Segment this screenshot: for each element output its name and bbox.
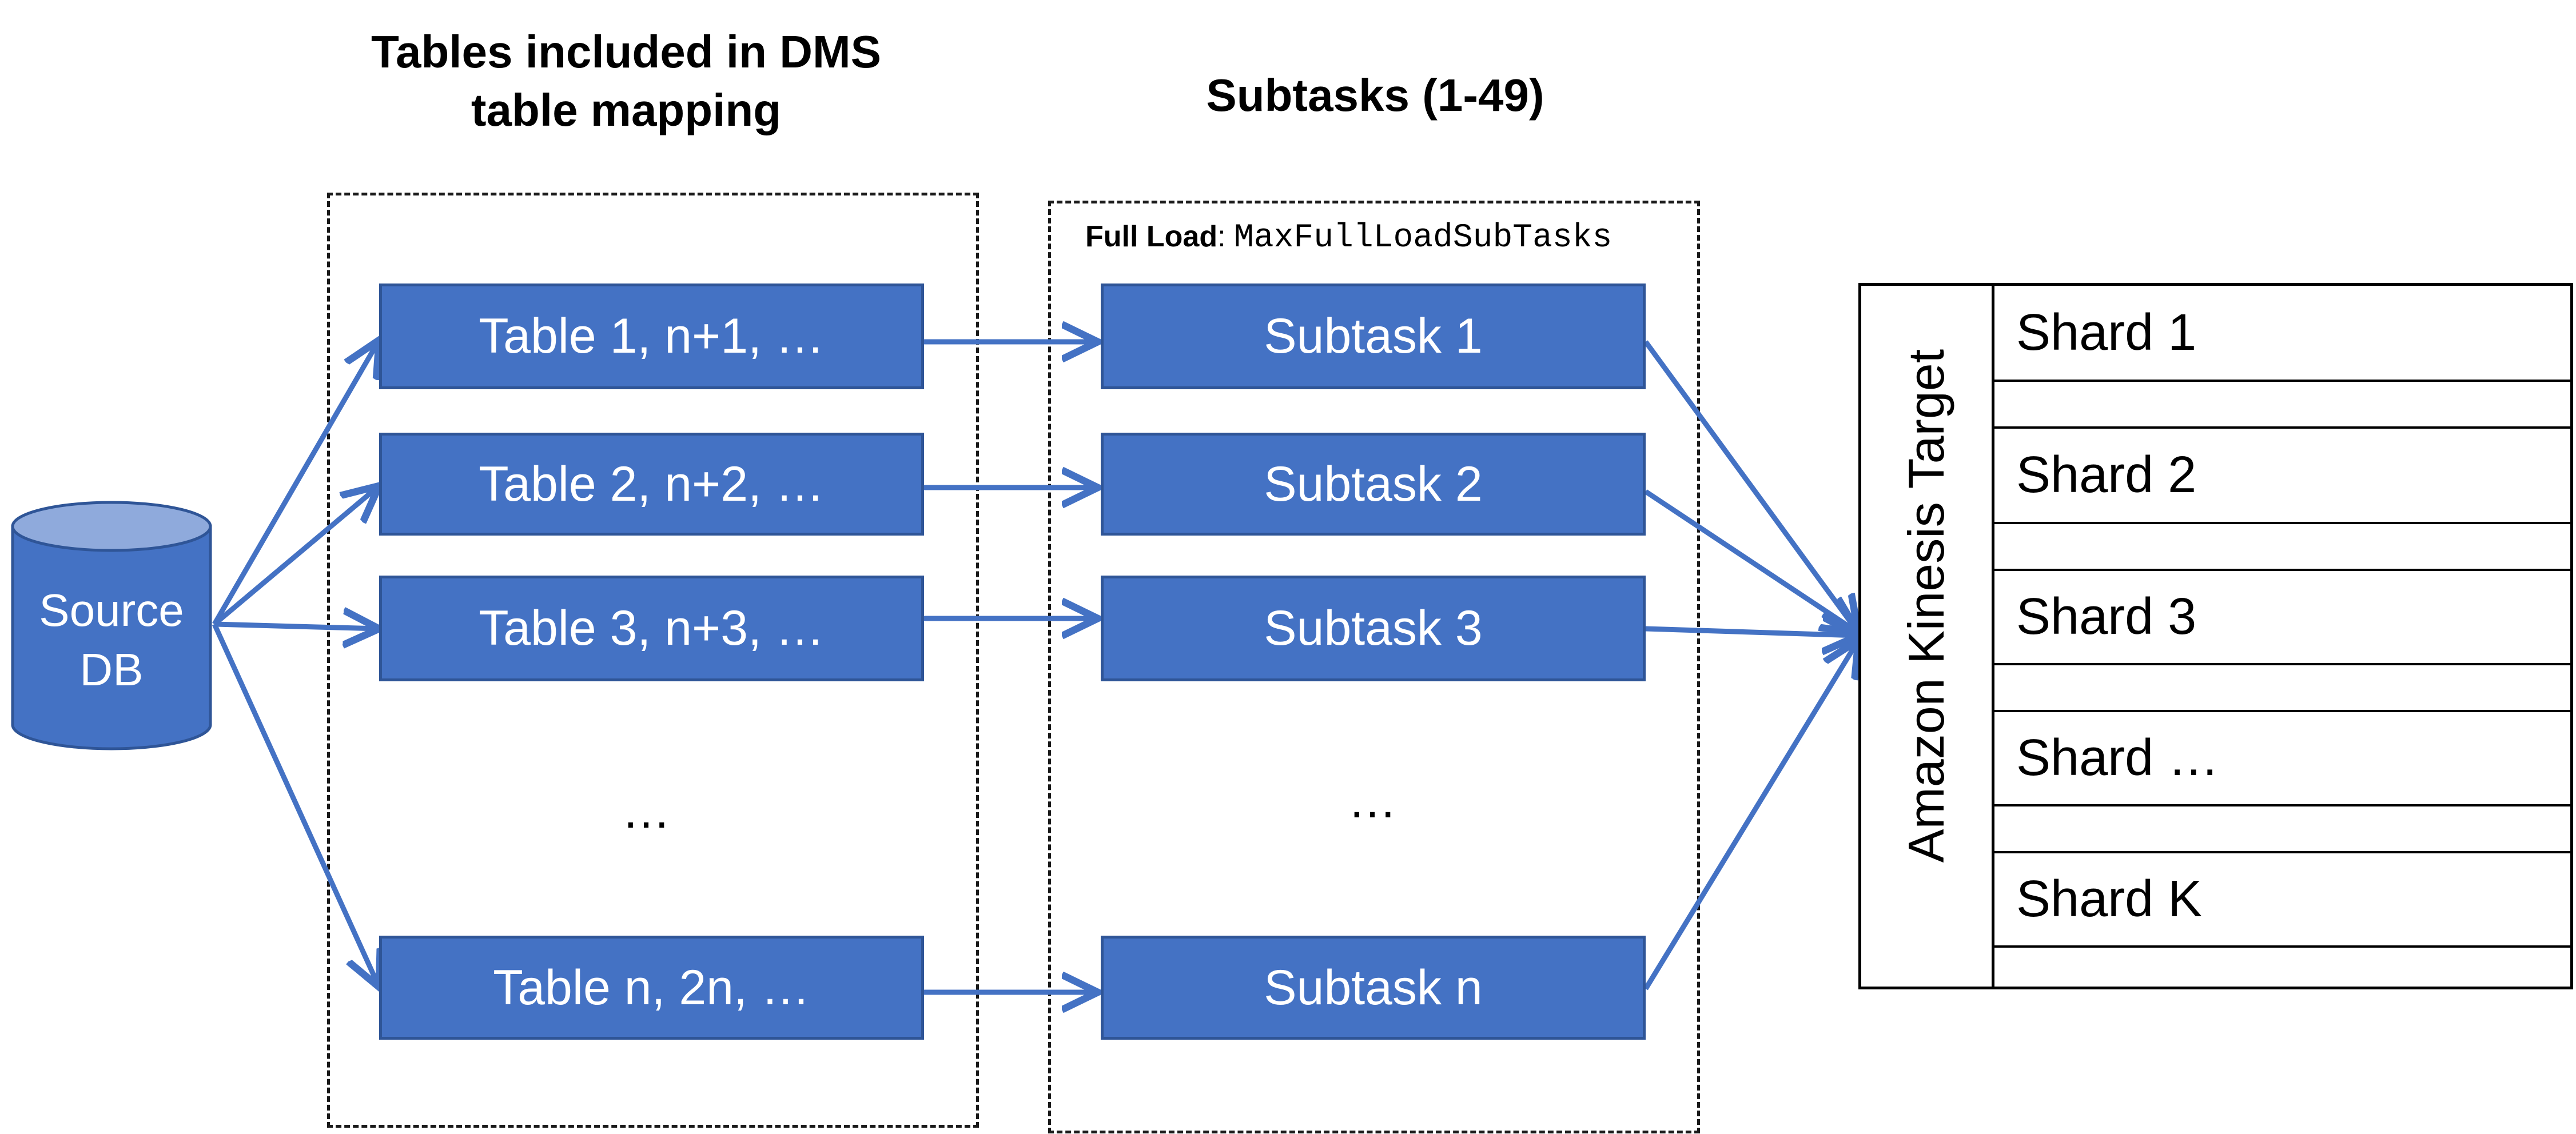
kinesis-title-cell: Amazon Kinesis Target bbox=[1861, 286, 1994, 987]
full-load-value: MaxFullLoadSubTasks bbox=[1234, 219, 1613, 257]
kinesis-target: Amazon Kinesis Target Shard 1 Shard 2 Sh… bbox=[1858, 283, 2573, 989]
shard-spacer bbox=[1994, 524, 2570, 571]
subtasks-heading: Subtasks (1-49) bbox=[1206, 70, 1544, 121]
shard-spacer bbox=[1994, 665, 2570, 712]
subtask-box-n: Subtask n bbox=[1101, 936, 1646, 1040]
arrow-db-to-table-n bbox=[212, 623, 379, 987]
shard-row: Shard 3 bbox=[1994, 571, 2570, 665]
arrow-db-to-table-1 bbox=[212, 340, 379, 626]
shard-spacer bbox=[1994, 382, 2570, 429]
full-load-label: Full Load: MaxFullLoadSubTasks bbox=[1085, 219, 1612, 257]
subtask-box-1: Subtask 1 bbox=[1101, 284, 1646, 389]
full-load-key: Full Load bbox=[1085, 220, 1218, 253]
subtasks-ellipsis: … bbox=[1348, 773, 1397, 828]
shard-spacer bbox=[1994, 806, 2570, 853]
tables-ellipsis: … bbox=[622, 784, 671, 838]
shard-row: Shard K bbox=[1994, 853, 2570, 948]
shard-row: Shard 1 bbox=[1994, 286, 2570, 382]
arrow-db-to-table-3 bbox=[214, 624, 379, 629]
subtask-box-2: Subtask 2 bbox=[1101, 433, 1646, 536]
table-box-2: Table 2, n+2, … bbox=[379, 433, 924, 536]
tables-group bbox=[327, 193, 979, 1128]
full-load-separator: : bbox=[1217, 220, 1234, 253]
tables-heading: Tables included in DMS table mapping bbox=[371, 26, 881, 135]
database-icon bbox=[11, 501, 212, 750]
arrow-subtask-n-to-kinesis bbox=[1643, 640, 1858, 991]
arrow-subtask-1-to-kinesis bbox=[1643, 340, 1858, 633]
subtask-box-3: Subtask 3 bbox=[1101, 576, 1646, 681]
table-box-1: Table 1, n+1, … bbox=[379, 284, 924, 389]
kinesis-title: Amazon Kinesis Target bbox=[1898, 349, 1954, 863]
subtasks-group bbox=[1048, 201, 1700, 1133]
shard-spacer bbox=[1994, 948, 2570, 987]
arrow-subtask-2-to-kinesis bbox=[1644, 489, 1858, 633]
table-box-n: Table n, 2n, … bbox=[379, 936, 924, 1040]
arrow-subtask-3-to-kinesis bbox=[1645, 629, 1858, 636]
table-box-3: Table 3, n+3, … bbox=[379, 576, 924, 681]
arrow-db-to-table-2 bbox=[213, 486, 379, 626]
shard-list: Shard 1 Shard 2 Shard 3 Shard … Shard K bbox=[1994, 286, 2570, 987]
shard-row: Shard … bbox=[1994, 712, 2570, 806]
source-db-label: Source DB bbox=[39, 585, 184, 695]
shard-row: Shard 2 bbox=[1994, 429, 2570, 524]
